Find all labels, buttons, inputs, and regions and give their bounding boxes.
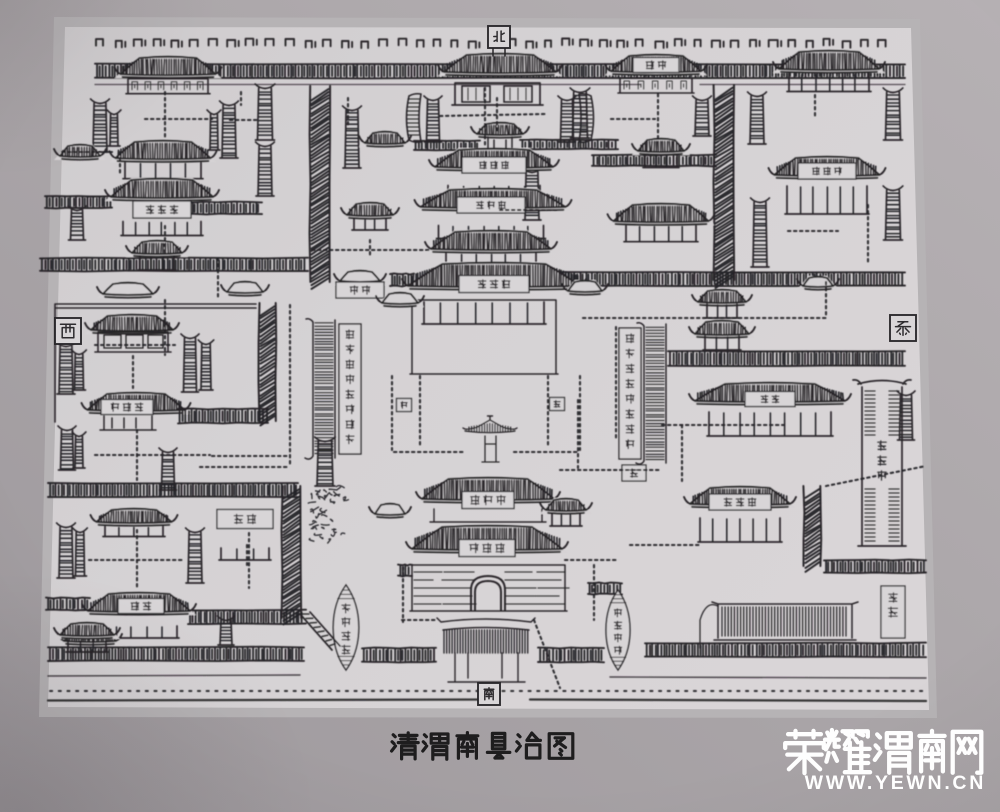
svg-text:WWW.YEWN.CN: WWW.YEWN.CN [805, 772, 986, 794]
